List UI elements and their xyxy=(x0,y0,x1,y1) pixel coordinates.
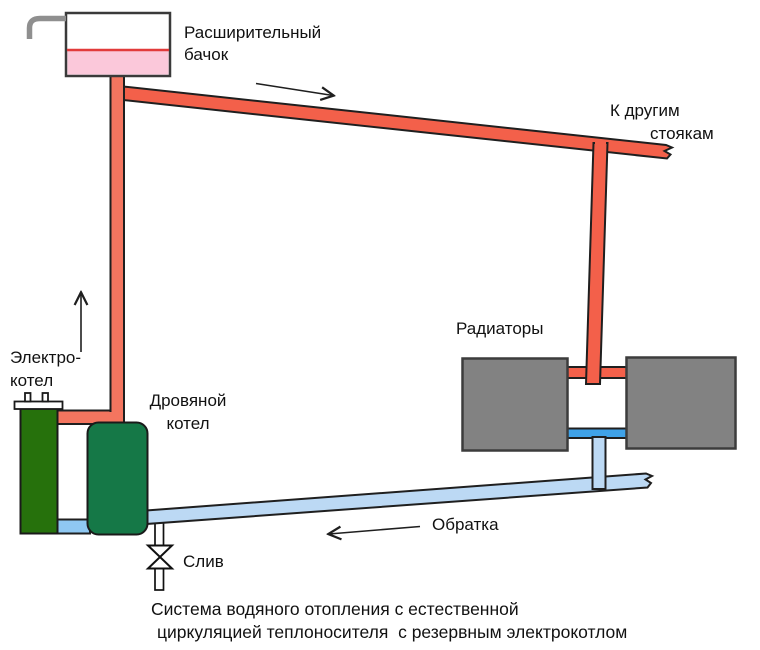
supply-tee-joint xyxy=(595,140,606,150)
electric-boiler xyxy=(19,407,59,535)
caption-line2: циркуляцией теплоносителя с резервным эл… xyxy=(157,622,628,642)
return-pipe xyxy=(145,472,655,526)
drain-label: Слив xyxy=(183,552,224,571)
overflow-pipe xyxy=(26,15,66,39)
radiators-label: Радиаторы xyxy=(456,319,544,338)
expansion-tank-label: Расширительный бачок xyxy=(184,23,322,64)
return-line-label: Обратка xyxy=(432,515,499,534)
radiator-left xyxy=(461,357,569,452)
drain-valve-icon xyxy=(145,555,175,570)
elbow-joint xyxy=(109,412,114,423)
electric-boiler-flange xyxy=(13,400,64,410)
radiator-right xyxy=(625,356,737,450)
boiler-bottom-connector xyxy=(53,518,91,535)
to-other-risers-label-line2: стоякам xyxy=(650,124,714,143)
to-other-risers-label-line1: К другим xyxy=(610,101,680,120)
supply-pipe-main xyxy=(122,85,675,160)
boiler-riser-pipe xyxy=(109,74,125,426)
electric-boiler-terminal-right xyxy=(41,392,49,403)
flow-arrow-supply xyxy=(255,82,333,96)
flow-arrow-return xyxy=(329,527,421,535)
caption-line1: Система водяного отопления с естественно… xyxy=(151,599,519,619)
wood-boiler xyxy=(86,421,149,536)
drain-valve-icon xyxy=(145,544,175,559)
supply-riser-pipe xyxy=(584,142,609,385)
drain-pipe-lower xyxy=(154,567,165,591)
wood-boiler-label: Дровяной котел xyxy=(149,391,227,433)
expansion-tank-water xyxy=(67,50,169,75)
radiator-return-drop-pipe xyxy=(591,436,607,490)
electric-boiler-terminal-left xyxy=(24,392,32,403)
electric-boiler-label: Электро- котел xyxy=(10,348,82,390)
